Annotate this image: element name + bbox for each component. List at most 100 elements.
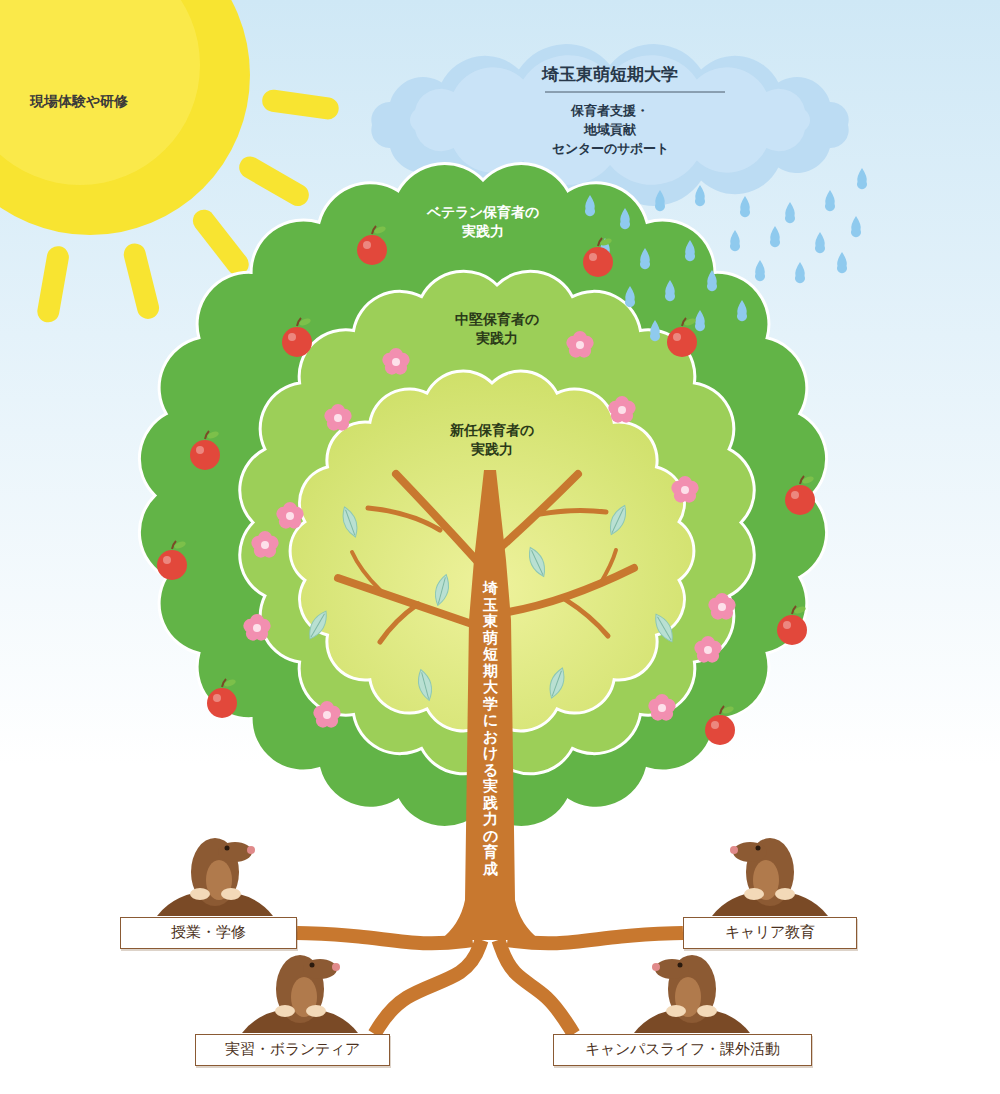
flower-petal: [622, 401, 636, 415]
leaf: [339, 505, 361, 539]
rain-drops: [585, 168, 867, 341]
apple-leaf: [721, 705, 734, 715]
crown-label: 新任保育者の 実践力: [450, 421, 534, 459]
flower-center: [681, 486, 689, 494]
flower-petal: [678, 476, 692, 490]
flower-center: [253, 624, 261, 632]
sun-shape: 現場体験や研修: [0, 0, 260, 250]
dirt-mound: [712, 890, 828, 916]
leaf-blade: [606, 503, 630, 537]
leaf: [525, 545, 549, 579]
flower-center: [334, 414, 342, 422]
rain-drop: [655, 190, 665, 211]
apple: [190, 430, 220, 470]
flower-petal: [573, 331, 587, 345]
flower-petal: [385, 361, 399, 375]
mole-paw: [306, 1005, 326, 1017]
mole-belly: [675, 977, 701, 1017]
leaf: [606, 503, 630, 537]
rain-drop: [585, 195, 595, 216]
apple: [282, 317, 312, 357]
box-label: 授業・学修: [171, 923, 246, 943]
flower-petal: [566, 336, 580, 350]
apple-leaf: [206, 430, 219, 440]
flower-petal: [722, 598, 736, 612]
flower-petal: [327, 417, 341, 431]
apple-body: [667, 327, 697, 357]
mole-eye: [310, 963, 315, 968]
rain-drop: [695, 310, 705, 331]
sun-ray: [204, 221, 238, 264]
flower-petal: [327, 706, 341, 720]
flower-petal: [265, 536, 279, 550]
mole-paw: [697, 1005, 717, 1017]
flower-petal: [331, 404, 345, 418]
flower-petal: [283, 502, 297, 516]
apple-body: [157, 550, 187, 580]
apple-stem: [720, 706, 724, 714]
flower: [313, 701, 340, 728]
rain-drop: [737, 300, 747, 321]
mole-belly: [206, 860, 232, 900]
leaves: [305, 503, 677, 702]
mole-paw: [666, 1005, 686, 1017]
leaf-vein: [552, 671, 561, 696]
apple-body: [785, 485, 815, 515]
leaf-vein: [438, 577, 445, 603]
apple: [207, 678, 237, 718]
root-box: キャリア教育: [683, 917, 857, 949]
flower-petal: [715, 593, 729, 607]
sun-label: 現場体験や研修: [30, 92, 260, 110]
flower: [276, 502, 303, 529]
leaf-blade: [525, 545, 549, 579]
box-label: キャリア教育: [725, 923, 815, 943]
rain-drop: [785, 202, 795, 223]
dirt-mound: [634, 1007, 750, 1033]
flower: [648, 694, 675, 721]
trunk-shape: 埼玉東萌短期大学における実践力の育成: [455, 470, 525, 940]
mole-eye: [678, 963, 683, 968]
flower-petal: [674, 489, 688, 503]
flower-petal: [708, 641, 722, 655]
apple-leaf: [599, 237, 612, 247]
leaf-vein: [532, 550, 543, 574]
mole: [634, 955, 750, 1033]
flower-petal: [257, 619, 271, 633]
sun-ray: [250, 168, 298, 196]
flower-petal: [279, 515, 293, 529]
apple-shine: [589, 253, 597, 261]
apple-stem: [792, 606, 796, 614]
tree-branch: [352, 552, 380, 590]
mole-belly: [753, 860, 779, 900]
apple-leaf: [173, 540, 186, 550]
root-box: 実習・ボランティア: [195, 1034, 390, 1066]
apple-leaf: [223, 678, 236, 688]
flower: [671, 476, 698, 503]
flower-center: [718, 603, 726, 611]
leaf: [546, 666, 568, 700]
flower: [251, 531, 278, 558]
apple-shine: [673, 333, 681, 341]
apple: [777, 605, 807, 645]
flower: [566, 331, 593, 358]
mole-eye: [756, 846, 761, 851]
leaf-vein: [311, 614, 325, 637]
mole-snout: [655, 959, 689, 979]
cloud-label: 保育者支援・地域貢献 センターのサポート: [552, 102, 669, 159]
flower-petal: [382, 353, 396, 367]
rain-drop: [695, 185, 705, 206]
flower: [708, 593, 735, 620]
mole: [157, 838, 273, 916]
mole-nose: [247, 846, 255, 854]
trunk-label: 埼玉東萌短期大学における実践力の育成: [483, 580, 498, 877]
flower: [324, 404, 351, 431]
sun-glow: [0, 0, 200, 185]
flower-petal: [258, 531, 272, 545]
leaf-blade: [339, 505, 361, 539]
flower-petal: [389, 348, 403, 362]
flower-center: [261, 541, 269, 549]
rain-drop: [685, 240, 695, 261]
flower-petal: [701, 636, 715, 650]
